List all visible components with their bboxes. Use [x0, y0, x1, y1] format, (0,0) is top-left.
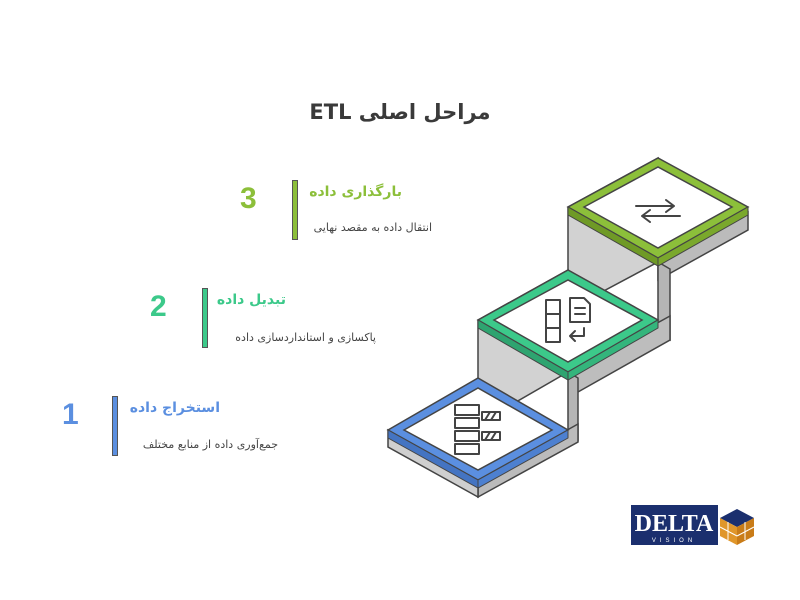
logo-sub-text: VISION — [652, 538, 696, 544]
platform-load-tile — [582, 166, 734, 249]
step-description: جمع‌آوری داده از منابع مختلف — [142, 438, 278, 451]
step-label: بارگذاری داده — [309, 184, 402, 200]
platform-transform-tile — [492, 279, 644, 363]
funnel-list-icon — [454, 404, 501, 455]
page-title: مراحل اصلی ETL — [309, 100, 491, 124]
platform-transform-edge — [567, 319, 659, 381]
document-transform-icon — [545, 297, 591, 343]
platform-load-edge — [657, 206, 749, 267]
logo-cube-icon — [719, 509, 755, 545]
delta-vision-logo: DELTA VISION — [631, 503, 757, 547]
swap-arrows-icon — [635, 199, 681, 223]
step-label: تبدیل داده — [216, 292, 286, 308]
step-number: 2 — [150, 290, 167, 323]
step-number: 3 — [240, 182, 257, 215]
step-divider — [292, 180, 298, 240]
step-description: پاکسازی و استانداردسازی داده — [235, 331, 376, 344]
step-load: 3 بارگذاری داده انتقال داده به مقصد نهای… — [240, 180, 440, 242]
step-transform: 2 تبدیل داده پاکسازی و استانداردسازی داد… — [150, 288, 380, 350]
step-divider — [112, 396, 118, 456]
platform-extract-edge — [477, 429, 569, 489]
logo-brand-text: DELTA — [635, 511, 714, 537]
step-number: 1 — [62, 398, 79, 431]
step-extract: 1 استخراج داده جمع‌آوری داده از منابع مخ… — [60, 396, 290, 458]
step-label: استخراج داده — [129, 400, 220, 416]
step-description: انتقال داده به مقصد نهایی — [313, 221, 432, 234]
etl-staircase-diagram — [386, 156, 750, 499]
step-divider — [202, 288, 208, 348]
